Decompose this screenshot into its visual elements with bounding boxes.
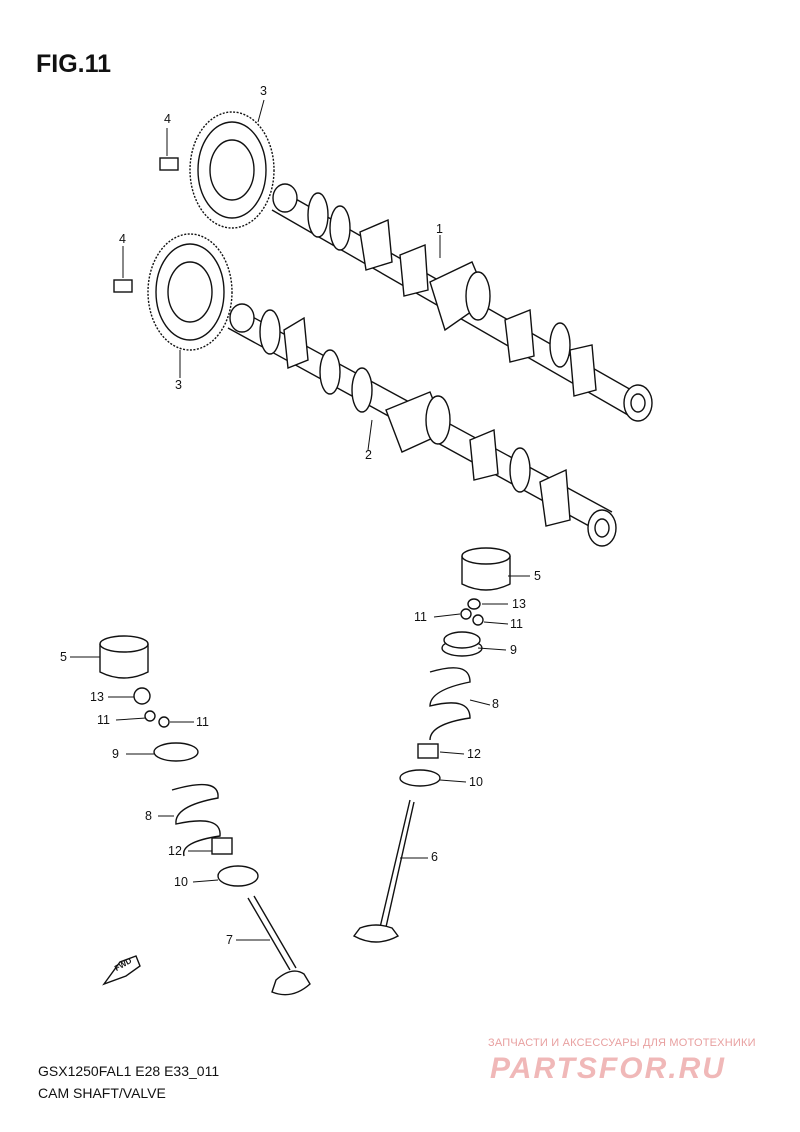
valve-assembly-exhaust xyxy=(352,547,511,943)
callout-12: 12 xyxy=(467,747,481,761)
callout-4: 4 xyxy=(164,112,171,126)
callout-9: 9 xyxy=(112,747,119,761)
watermark-brand: PARTSFOR.RU xyxy=(490,1052,726,1085)
watermark-tagline: ЗАПЧАСТИ И АКСЕССУАРЫ ДЛЯ МОТОТЕХНИКИ xyxy=(488,1037,756,1049)
callout-11: 11 xyxy=(510,617,523,631)
callout-10: 10 xyxy=(469,775,483,789)
figure-title: FIG.11 xyxy=(36,50,112,78)
callout-12: 12 xyxy=(168,844,182,858)
camshaft-upper xyxy=(271,183,653,422)
callout-5: 5 xyxy=(534,569,541,583)
callout-8: 8 xyxy=(492,697,499,711)
callout-1: 1 xyxy=(436,222,443,236)
callout-13: 13 xyxy=(512,597,526,611)
callout-3: 3 xyxy=(260,84,267,98)
callout-10: 10 xyxy=(174,875,188,889)
fwd-arrow-icon xyxy=(102,955,141,986)
callout-11: 11 xyxy=(414,610,427,624)
callout-6: 6 xyxy=(431,850,438,864)
callout-8: 8 xyxy=(145,809,152,823)
callout-3: 3 xyxy=(175,378,182,392)
callout-11: 11 xyxy=(196,715,209,729)
sprocket-bolts xyxy=(113,157,179,293)
figure-code: GSX1250FAL1 E28 E33_011 xyxy=(38,1063,220,1079)
callout-2: 2 xyxy=(365,448,372,462)
cam-sprocket-upper xyxy=(189,111,275,229)
callout-7: 7 xyxy=(226,933,233,947)
figure-caption: CAM SHAFT/VALVE xyxy=(38,1085,166,1101)
callout-9: 9 xyxy=(510,643,517,657)
cam-sprocket-lower xyxy=(147,233,233,351)
callout-13: 13 xyxy=(90,690,104,704)
valve-assembly-intake xyxy=(99,635,311,996)
callout-4: 4 xyxy=(119,232,126,246)
callout-5: 5 xyxy=(60,650,67,664)
callout-11: 11 xyxy=(97,713,110,727)
camshaft-lower xyxy=(227,303,617,547)
